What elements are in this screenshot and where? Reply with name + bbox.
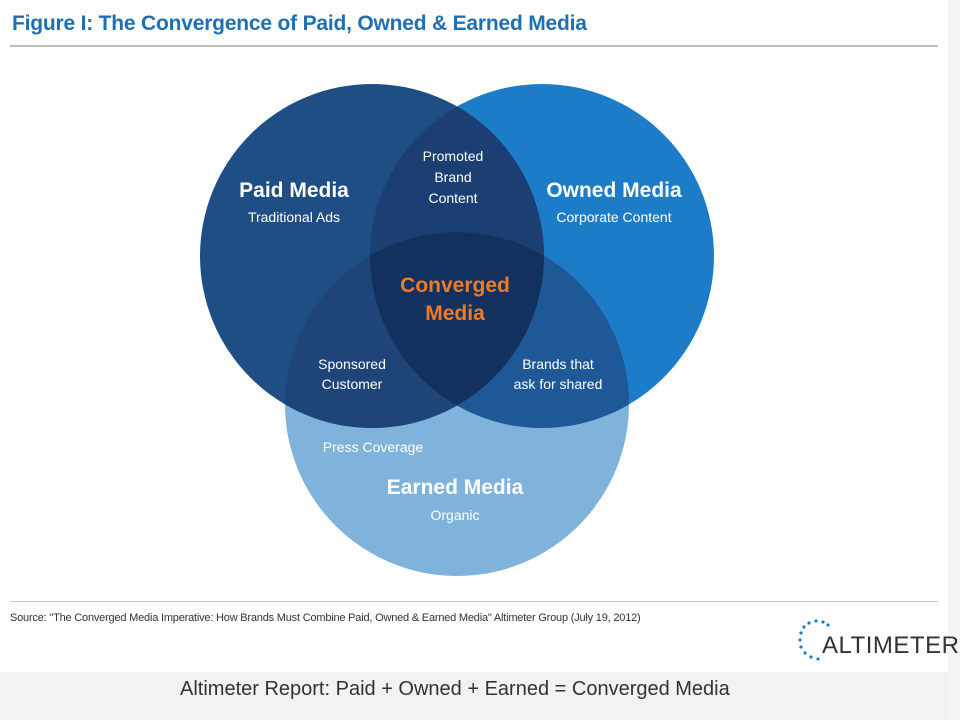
- figure-title: Figure I: The Convergence of Paid, Owned…: [12, 12, 587, 35]
- sponsored-customer-line-2: Customer: [322, 376, 383, 392]
- sponsored-customer-line-1: Sponsored: [318, 356, 386, 372]
- source-rule: [10, 601, 938, 602]
- press-coverage-label: Press Coverage: [323, 439, 424, 455]
- title-rule: [10, 45, 938, 47]
- altimeter-logo-text: ALTIMETER: [822, 632, 960, 659]
- altimeter-logo-mark-icon: [798, 619, 830, 661]
- venn-diagram: Paid Media Traditional Ads Owned Media C…: [200, 84, 714, 576]
- brands-shared-line-1: Brands that: [522, 356, 594, 372]
- paid-media-subtitle: Traditional Ads: [248, 209, 340, 225]
- brands-shared-line-2: ask for shared: [514, 376, 603, 392]
- earned-media-title: Earned Media: [387, 476, 524, 499]
- source-citation: Source: "The Converged Media Imperative:…: [10, 612, 641, 624]
- promoted-brand-content-line-1: Promoted: [423, 148, 484, 164]
- caption-bar: [0, 672, 948, 720]
- owned-media-title: Owned Media: [546, 179, 682, 202]
- promoted-brand-content-line-3: Content: [428, 190, 477, 206]
- image-caption: Altimeter Report: Paid + Owned + Earned …: [180, 678, 730, 700]
- converged-media-line-2: Media: [425, 302, 485, 325]
- converged-media-line-1: Converged: [400, 274, 510, 297]
- page-edge: [948, 0, 960, 720]
- paid-media-title: Paid Media: [239, 179, 349, 202]
- earned-media-subtitle: Organic: [430, 507, 479, 523]
- promoted-brand-content-line-2: Brand: [434, 169, 471, 185]
- owned-media-subtitle: Corporate Content: [556, 209, 671, 225]
- altimeter-logo: ALTIMETER: [796, 612, 959, 664]
